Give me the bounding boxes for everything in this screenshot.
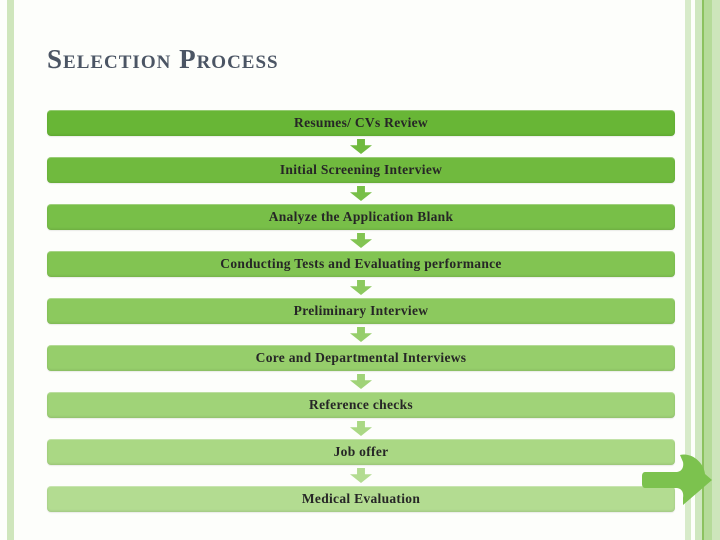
flow-step-label: Preliminary Interview	[293, 303, 429, 318]
flow-step-bar: Initial Screening Interview	[47, 157, 675, 183]
flow-step-bar: Medical Evaluation	[47, 486, 675, 512]
left-edge-stripe	[7, 0, 14, 540]
flow-step: Initial Screening Interview	[47, 157, 675, 204]
flow-step-label: Job offer	[333, 444, 389, 459]
flow-list: Resumes/ CVs Review Initial Screening In…	[47, 110, 675, 512]
flow-step-gap	[47, 136, 675, 157]
down-arrow-icon	[350, 233, 372, 248]
right-edge-stripe	[704, 0, 712, 540]
flow-step-label: Reference checks	[309, 397, 413, 412]
flow-step-gap	[47, 230, 675, 251]
flow-step-label: Medical Evaluation	[301, 491, 421, 506]
flow-step-gap	[47, 277, 675, 298]
flow-step: Analyze the Application Blank	[47, 204, 675, 251]
flow-step-bar: Preliminary Interview	[47, 298, 675, 324]
flow-step-bar: Job offer	[47, 439, 675, 465]
down-arrow-icon	[350, 139, 372, 154]
flow-step-label: Analyze the Application Blank	[268, 209, 454, 224]
right-edge-stripe	[695, 0, 702, 540]
flow-step-gap	[47, 465, 675, 486]
down-arrow-icon	[350, 374, 372, 389]
down-arrow-icon	[350, 280, 372, 295]
flow-step-label: Core and Departmental Interviews	[255, 350, 467, 365]
down-arrow-icon	[350, 327, 372, 342]
flow-step-gap	[47, 324, 675, 345]
flow-step: Medical Evaluation	[47, 486, 675, 512]
right-edge-stripe	[712, 0, 720, 540]
flow-step: Core and Departmental Interviews	[47, 345, 675, 392]
flow-step-bar: Analyze the Application Blank	[47, 204, 675, 230]
flow-step: Preliminary Interview	[47, 298, 675, 345]
flow-step-label: Resumes/ CVs Review	[294, 115, 428, 130]
flow-step: Reference checks	[47, 392, 675, 439]
flow-step-bar: Reference checks	[47, 392, 675, 418]
flow-step-gap	[47, 183, 675, 204]
right-edge-stripe	[685, 0, 691, 540]
down-arrow-icon	[350, 421, 372, 436]
flow-step-gap	[47, 418, 675, 439]
flow-step-bar: Conducting Tests and Evaluating performa…	[47, 251, 675, 277]
slide-title: Selection Process	[47, 44, 279, 74]
right-edge-stripe	[702, 0, 704, 540]
flow-step-label: Initial Screening Interview	[279, 162, 443, 177]
flow-step-label: Conducting Tests and Evaluating performa…	[220, 256, 502, 271]
curved-right-arrow-icon	[642, 454, 712, 505]
down-arrow-icon	[350, 186, 372, 201]
flow-step: Job offer	[47, 439, 675, 486]
flow-step-bar: Core and Departmental Interviews	[47, 345, 675, 371]
flow-step: Resumes/ CVs Review	[47, 110, 675, 157]
down-arrow-icon	[350, 468, 372, 483]
flow-step: Conducting Tests and Evaluating performa…	[47, 251, 675, 298]
flow-step-gap	[47, 371, 675, 392]
flow-step-bar: Resumes/ CVs Review	[47, 110, 675, 136]
